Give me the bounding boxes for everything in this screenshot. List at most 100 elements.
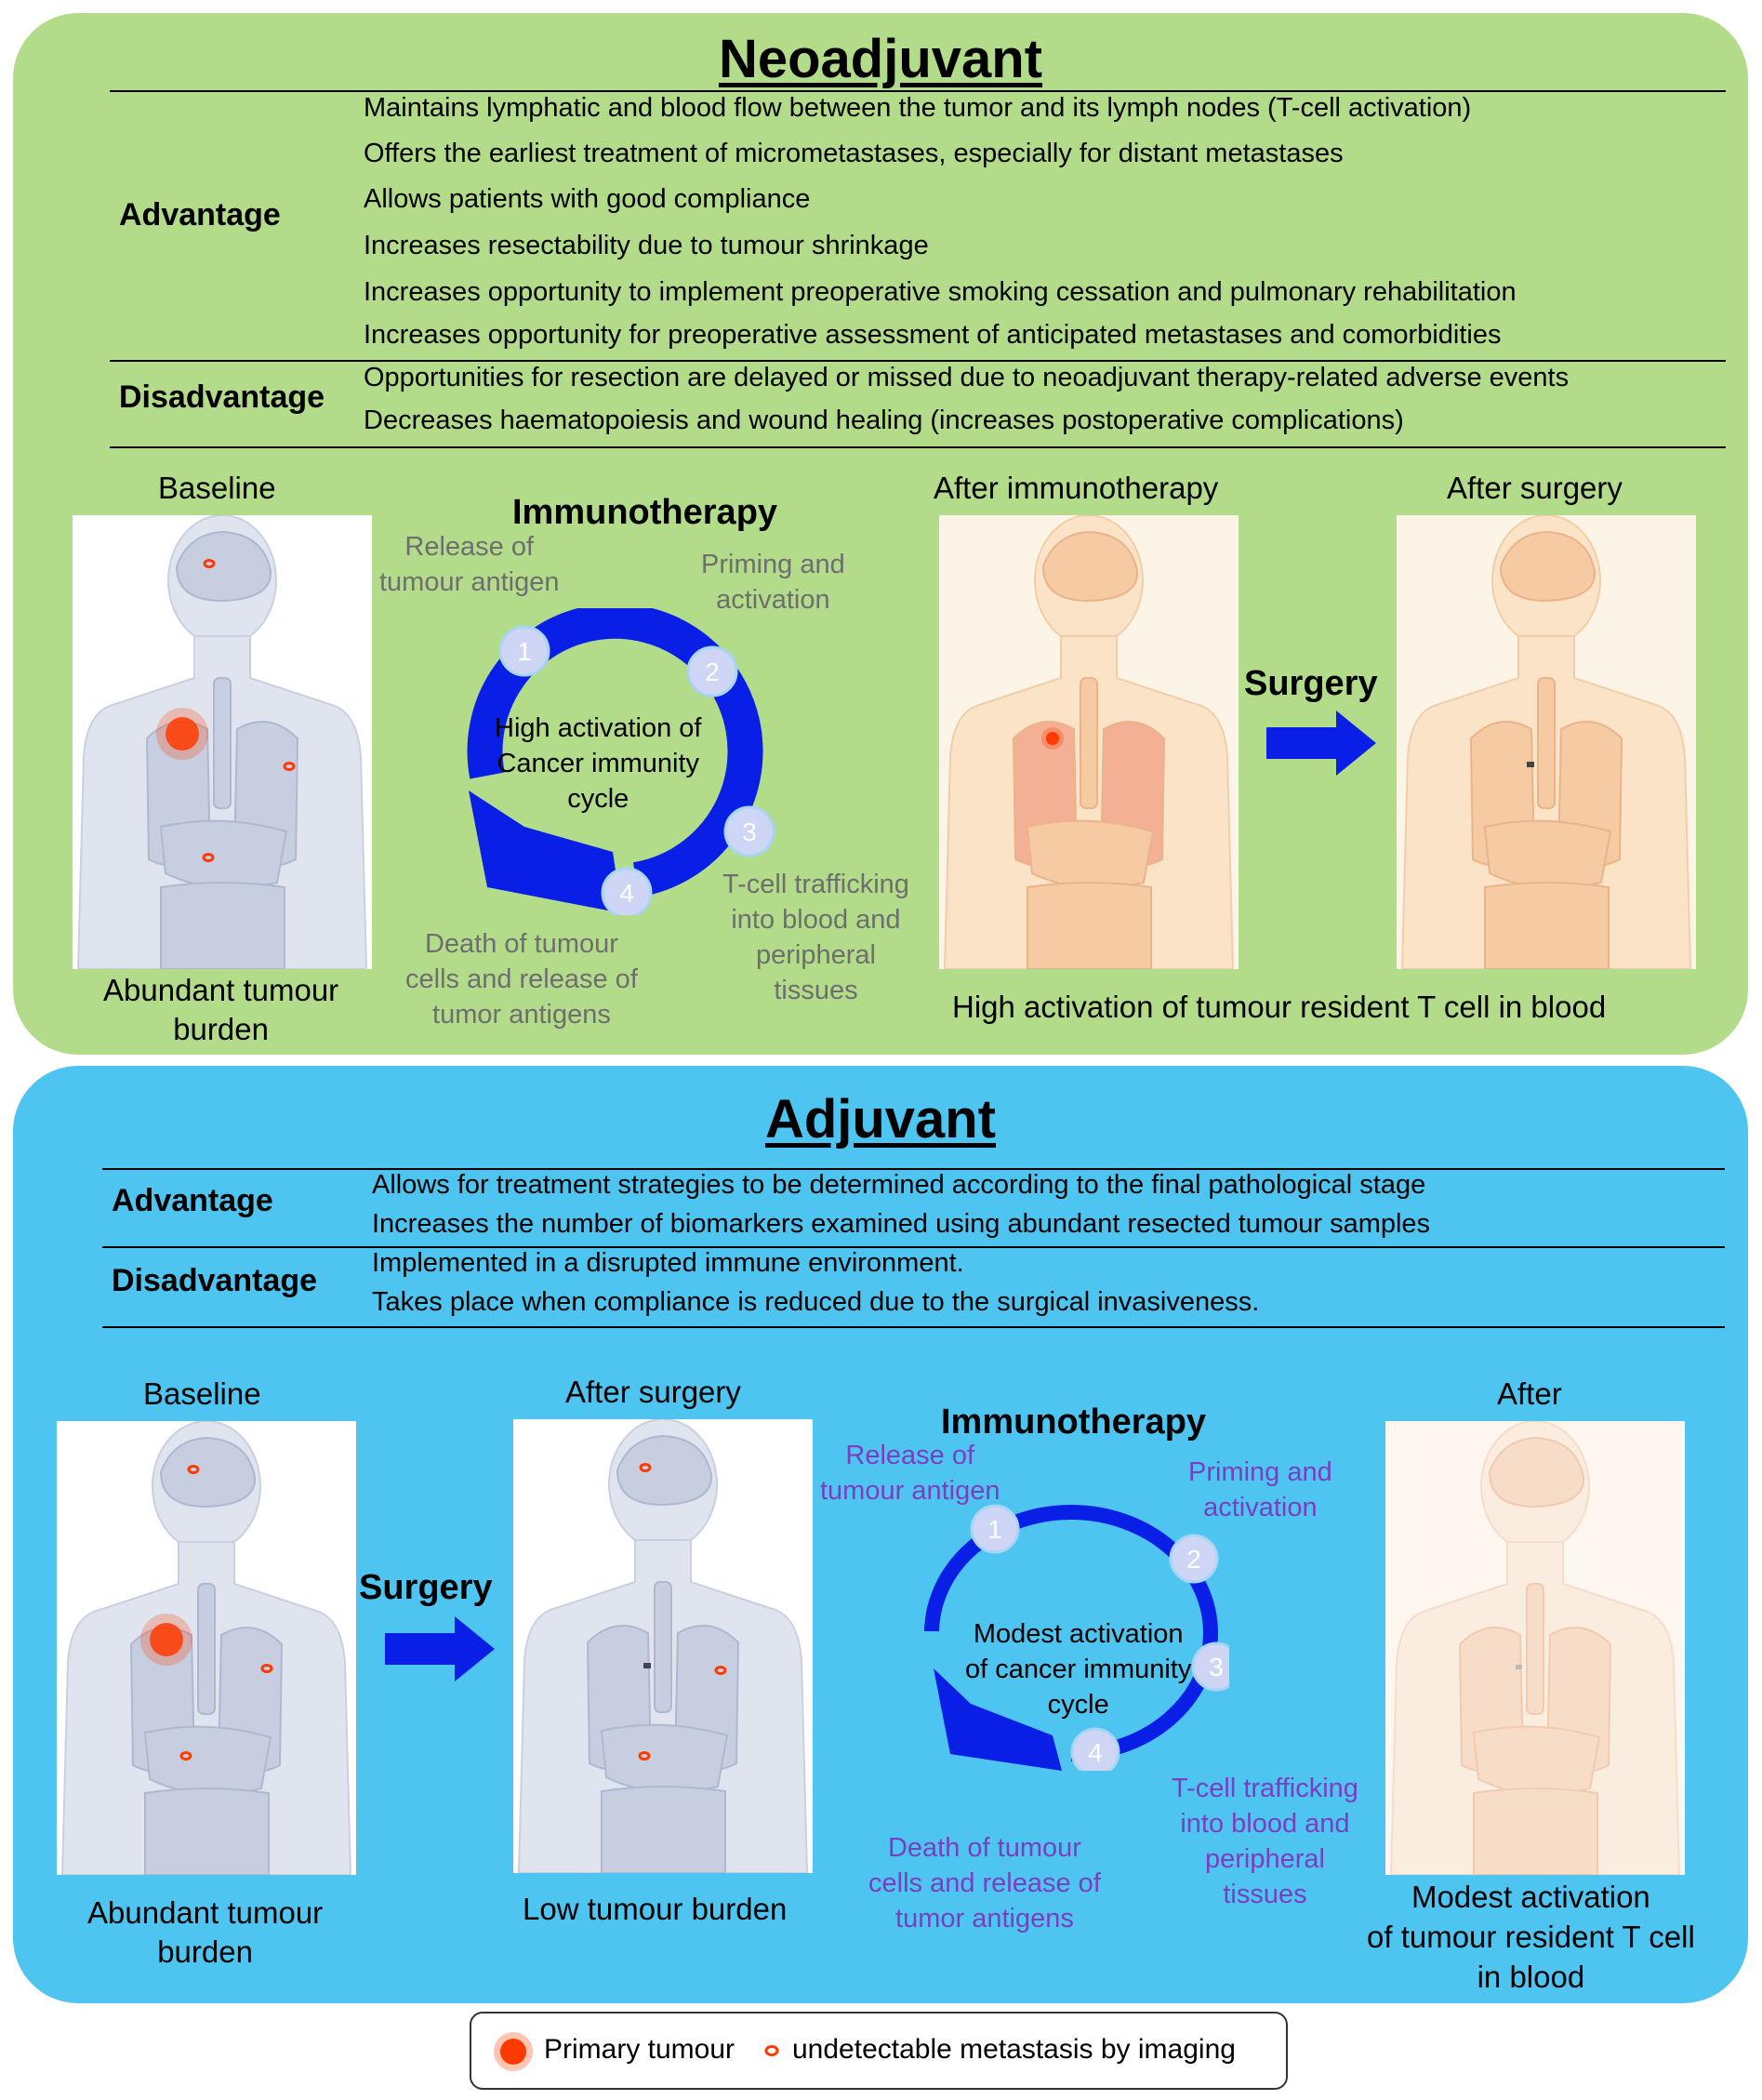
cycle-center-text: Modest activation of cancer immunity cyc… <box>965 1616 1191 1722</box>
step-number-4: 4 <box>619 879 634 908</box>
legend-metastasis-label: undetectable metastasis by imaging <box>792 2034 1236 2065</box>
after-immunotherapy-body-figure <box>939 515 1239 969</box>
table-bottom-rule <box>110 446 1726 448</box>
surgery-label: Surgery <box>359 1568 493 1607</box>
advantage-item: Offers the earliest treatment of microme… <box>364 139 1344 168</box>
table-bottom-rule <box>102 1326 1725 1328</box>
step-text: activation <box>716 585 830 615</box>
cycle-center-text: High activation of Cancer immunity cycle <box>495 711 701 817</box>
table-mid-rule <box>110 360 1726 362</box>
advantage-item: Increases resectability due to tumour sh… <box>364 231 929 260</box>
adjuvant-title: Adjuvant <box>764 1089 997 1150</box>
immunity-cycle-diagram: 1 2 3 4 <box>450 603 794 920</box>
step-priming-label: Priming and activation <box>701 547 845 618</box>
step-number-3: 3 <box>742 817 757 846</box>
table-mid-rule <box>102 1246 1725 1248</box>
baseline-label: Baseline <box>143 1376 261 1411</box>
cycle-center-line: High activation of <box>495 713 702 743</box>
step-text: Priming and <box>701 550 845 579</box>
after-surgery-body-figure <box>1397 515 1696 969</box>
step-text: cells and release of <box>868 1868 1101 1898</box>
legend: Primary tumour undetectable metastasis b… <box>470 2012 1288 2090</box>
advantage-item: Maintains lymphatic and blood flow betwe… <box>364 93 1472 123</box>
after-surgery-label: After surgery <box>1447 471 1623 505</box>
disadvantage-item: Implemented in a disrupted immune enviro… <box>372 1248 964 1278</box>
step-text: tumor antigens <box>895 1904 1074 1934</box>
step-release-label: Release of tumour antigen <box>820 1438 1000 1509</box>
step-text: tumour antigen <box>379 567 560 597</box>
baseline-body-figure <box>73 515 372 969</box>
step-text: Priming and <box>1188 1457 1332 1487</box>
step-text: T-cell trafficking <box>1172 1774 1358 1803</box>
step-priming-label: Priming and activation <box>1188 1455 1332 1525</box>
cycle-center-line: cycle <box>567 784 629 814</box>
baseline-label: Baseline <box>158 471 276 505</box>
immunity-cycle-diagram: 1 2 3 4 <box>913 1492 1241 1777</box>
step-text: tissues <box>1223 1880 1307 1909</box>
cycle-center-line: Cancer immunity <box>497 749 700 778</box>
cycle-center-line: of cancer immunity <box>965 1655 1192 1684</box>
after-caption-line: in blood <box>1477 1960 1585 1994</box>
cycle-center-line: Modest activation <box>973 1619 1184 1649</box>
disadvantage-item: Opportunities for resection are delayed … <box>364 363 1570 392</box>
after-caption-line: Modest activation <box>1411 1880 1650 1914</box>
step-trafficking-label: T-cell trafficking into blood and periph… <box>1172 1771 1358 1912</box>
metastasis-icon <box>764 2045 779 2056</box>
after-surgery-label: After surgery <box>565 1375 741 1409</box>
after-immunotherapy-label: After immunotherapy <box>934 471 1219 505</box>
step-number-2: 2 <box>705 658 720 686</box>
advantage-label: Advantage <box>119 197 281 233</box>
advantage-item: Allows patients with good compliance <box>364 184 811 214</box>
step-text: T-cell trafficking <box>722 870 909 899</box>
advantage-item: Increases the number of biomarkers exami… <box>372 1209 1431 1239</box>
immunotherapy-label: Immunotherapy <box>512 493 778 532</box>
disadvantage-item: Decreases haematopoiesis and wound heali… <box>364 405 1404 435</box>
surgery-arrow <box>385 1616 495 1681</box>
after-caption-line: of tumour resident T cell <box>1367 1920 1695 1954</box>
step-text: Release of <box>845 1441 975 1470</box>
baseline-caption-line: Abundant tumour <box>87 1895 324 1930</box>
advantage-label: Advantage <box>112 1183 273 1218</box>
step-text: into blood and <box>731 905 901 935</box>
after-label: After <box>1497 1376 1562 1411</box>
baseline-caption-line: burden <box>173 1012 269 1046</box>
step-text: into blood and <box>1180 1809 1350 1839</box>
step-number-3: 3 <box>1209 1653 1224 1681</box>
disadvantage-item: Takes place when compliance is reduced d… <box>372 1287 1260 1317</box>
step-text: peripheral <box>755 940 876 970</box>
legend-primary-label: Primary tumour <box>544 2034 735 2065</box>
step-number-1: 1 <box>517 637 532 666</box>
neoadjuvant-panel: Neoadjuvant Advantage Maintains lymphati… <box>13 13 1748 1055</box>
after-surgery-body-figure <box>513 1419 813 1873</box>
advantage-item: Allows for treatment strategies to be de… <box>372 1170 1426 1200</box>
table-top-rule <box>110 90 1726 92</box>
step-text: activation <box>1203 1493 1318 1522</box>
step-number-4: 4 <box>1088 1738 1103 1767</box>
neoadjuvant-bottom-caption: High activation of tumour resident T cel… <box>952 990 1607 1024</box>
step-text: tumor antigens <box>432 1000 611 1030</box>
primary-tumour-icon <box>494 2032 533 2071</box>
advantage-item: Increases opportunity to implement preop… <box>364 277 1517 307</box>
after-caption: Modest activation of tumour resident T c… <box>1367 1877 1695 1997</box>
baseline-caption: Abundant tumour burden <box>103 971 338 1049</box>
surgery-label: Surgery <box>1244 664 1378 703</box>
step-trafficking-label: T-cell trafficking into blood and periph… <box>722 867 909 1008</box>
cycle-center-line: cycle <box>1047 1690 1109 1720</box>
disadvantage-label: Disadvantage <box>119 379 325 415</box>
surgery-arrow <box>1266 711 1376 776</box>
table-top-rule <box>102 1168 1725 1170</box>
step-number-2: 2 <box>1186 1545 1201 1574</box>
step-text: cells and release of <box>405 964 638 994</box>
adjuvant-panel: Adjuvant Advantage Allows for treatment … <box>13 1066 1748 2003</box>
step-number-1: 1 <box>987 1515 1002 1544</box>
step-text: peripheral <box>1204 1844 1325 1874</box>
baseline-caption-line: burden <box>157 1934 253 1969</box>
step-text: tissues <box>774 976 858 1005</box>
step-text: Death of tumour <box>887 1833 1081 1863</box>
after-body-figure <box>1385 1421 1685 1875</box>
step-death-label: Death of tumour cells and release of tum… <box>868 1830 1101 1936</box>
baseline-caption-line: Abundant tumour <box>103 973 339 1007</box>
step-text: Death of tumour <box>424 929 618 959</box>
neoadjuvant-title: Neoadjuvant <box>718 29 1043 89</box>
step-text: tumour antigen <box>820 1476 1000 1506</box>
